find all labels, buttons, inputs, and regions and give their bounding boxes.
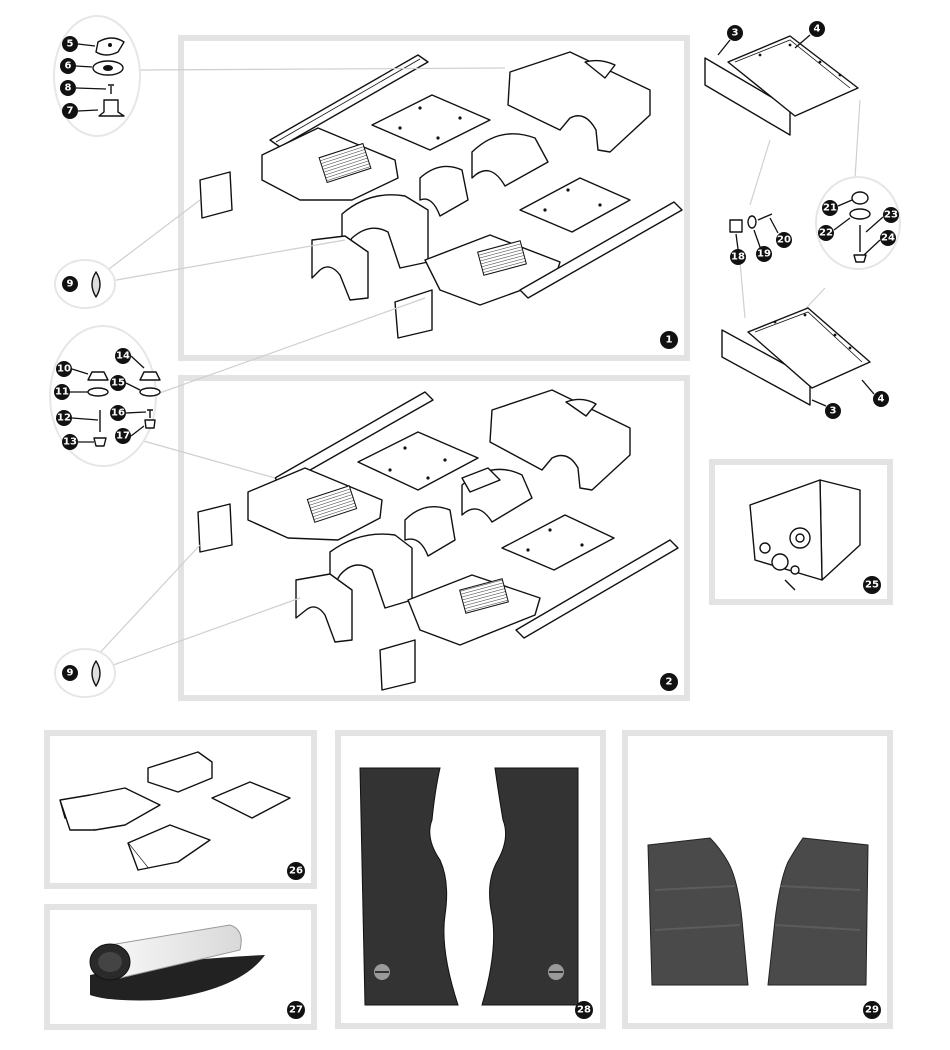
svg-text:4: 4	[878, 394, 885, 405]
svg-text:8: 8	[65, 83, 72, 94]
callout-6: 6	[60, 58, 76, 74]
detail-grommet-9-top: 9	[54, 259, 116, 309]
callout-3-bottom: 3	[825, 403, 841, 419]
svg-text:14: 14	[116, 351, 130, 362]
svg-text:18: 18	[731, 252, 745, 263]
svg-text:9: 9	[67, 279, 74, 290]
callout-12: 12	[56, 410, 72, 426]
detail-fasteners-10-17: 10 11 12 13 14 15 16 17	[49, 325, 161, 467]
callout-17: 17	[115, 428, 131, 444]
svg-text:15: 15	[111, 378, 125, 389]
callout-2: 2	[660, 673, 678, 691]
svg-text:22: 22	[819, 228, 833, 239]
callout-28: 28	[575, 1001, 593, 1019]
callout-22: 22	[818, 225, 834, 241]
rear-panel-upper: 3 4	[704, 21, 859, 136]
svg-text:20: 20	[777, 235, 791, 246]
callout-14: 14	[115, 348, 131, 364]
svg-text:3: 3	[830, 406, 837, 417]
svg-text:23: 23	[884, 210, 898, 221]
svg-text:19: 19	[757, 249, 771, 260]
callout-29: 29	[863, 1001, 881, 1019]
svg-text:17: 17	[116, 431, 130, 442]
callout-19: 19	[756, 246, 772, 262]
svg-text:28: 28	[577, 1005, 591, 1016]
detail-fasteners-5-8: 5 6 8 7	[53, 15, 141, 137]
detail-fasteners-21-24: 21 22 23 24	[815, 176, 901, 270]
fasteners-18-20: 18 19 20	[729, 213, 792, 265]
callout-3-top: 3	[727, 25, 743, 41]
detail-grommet-9-bottom: 9	[54, 648, 116, 698]
svg-text:7: 7	[67, 106, 74, 117]
callout-13: 13	[62, 434, 78, 450]
svg-text:10: 10	[57, 364, 71, 375]
callout-1: 1	[660, 331, 678, 349]
svg-text:26: 26	[289, 866, 303, 877]
callout-8: 8	[60, 80, 76, 96]
callout-5: 5	[62, 36, 78, 52]
callout-4-top: 4	[809, 21, 825, 37]
callout-9-top: 9	[62, 276, 78, 292]
callout-16: 16	[110, 405, 126, 421]
svg-text:11: 11	[55, 387, 69, 398]
svg-text:3: 3	[732, 28, 739, 39]
panel-kit-2: 2	[178, 375, 690, 701]
callout-27: 27	[287, 1001, 305, 1019]
callout-10: 10	[56, 361, 72, 377]
svg-text:12: 12	[57, 413, 71, 424]
svg-text:16: 16	[111, 408, 125, 419]
callout-7: 7	[62, 103, 78, 119]
panel-kit-1: 1	[178, 35, 690, 361]
callout-21: 21	[822, 200, 838, 216]
svg-text:6: 6	[65, 61, 72, 72]
carpet-roll-27: 27	[44, 904, 317, 1030]
callout-4-bottom: 4	[873, 391, 889, 407]
floor-mats-28: 28	[335, 730, 606, 1029]
callout-24: 24	[880, 230, 896, 246]
svg-text:5: 5	[67, 39, 74, 50]
fitting-kit-25: 25	[709, 459, 893, 605]
svg-text:25: 25	[865, 580, 879, 591]
svg-text:4: 4	[814, 24, 821, 35]
leader-lines	[94, 67, 861, 669]
svg-text:21: 21	[823, 203, 837, 214]
svg-text:9: 9	[67, 668, 74, 679]
svg-text:27: 27	[289, 1005, 303, 1016]
callout-26: 26	[287, 862, 305, 880]
callout-18: 18	[730, 249, 746, 265]
carpet-set-26: 26	[44, 730, 317, 889]
callout-15: 15	[110, 375, 126, 391]
callout-23: 23	[883, 207, 899, 223]
callout-11: 11	[54, 384, 70, 400]
rubber-mats-29: 29	[622, 730, 893, 1029]
callout-9-bottom: 9	[62, 665, 78, 681]
callout-20: 20	[776, 232, 792, 248]
svg-text:1: 1	[666, 335, 673, 346]
rear-panel-lower: 3 4	[721, 307, 889, 419]
svg-text:13: 13	[63, 437, 77, 448]
callout-25: 25	[863, 576, 881, 594]
svg-text:2: 2	[666, 677, 673, 688]
svg-text:24: 24	[881, 233, 895, 244]
svg-text:29: 29	[865, 1005, 879, 1016]
